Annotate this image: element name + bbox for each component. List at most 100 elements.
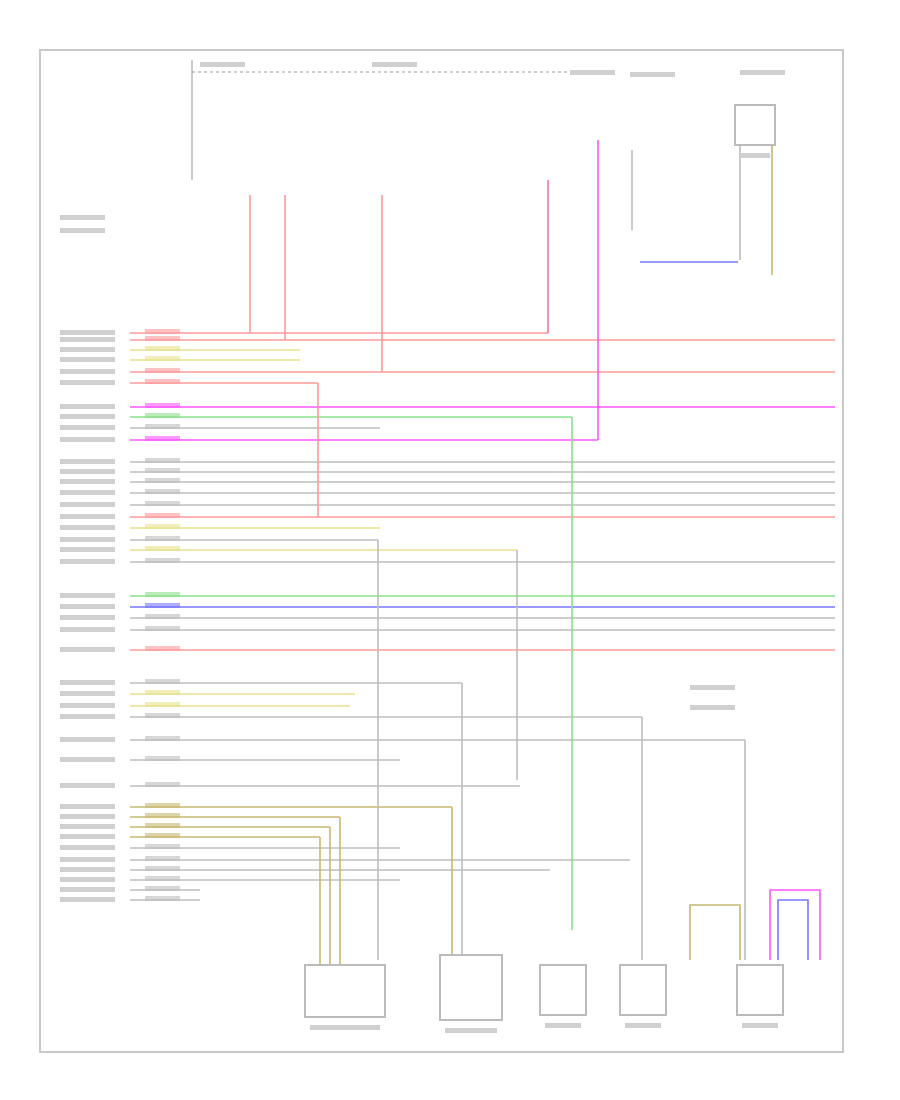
wire-label-block: [60, 357, 115, 362]
wire-label-block: [60, 814, 115, 819]
wire-code-block: [145, 856, 180, 861]
wire-code-block: [145, 346, 180, 351]
wire-code-block: [145, 702, 180, 707]
wire-code-block: [145, 468, 180, 473]
wire-code-block: [145, 603, 180, 608]
wire-code-block: [145, 679, 180, 684]
wire-code-block: [145, 403, 180, 408]
wire-code-block: [145, 501, 180, 506]
wire-code-block: [145, 736, 180, 741]
wire-label-block: [60, 337, 115, 342]
wire-code-block: [145, 424, 180, 429]
connector-block: [439, 954, 503, 1021]
wire-label-block: [60, 404, 115, 409]
wire-label-block: [60, 490, 115, 495]
wire-code-block: [145, 558, 180, 563]
wire-label-block: [60, 627, 115, 632]
wire-code-block: [145, 478, 180, 483]
wire-code-block: [145, 876, 180, 881]
wire-label-block: [60, 514, 115, 519]
wire-code-block: [145, 513, 180, 518]
wire-code-block: [145, 690, 180, 695]
wire-label-block: [60, 347, 115, 352]
wire-label-block: [60, 737, 115, 742]
sensor-3-label-block: [742, 1023, 778, 1028]
sensor-1: [539, 964, 587, 1016]
wire-code-block: [145, 336, 180, 341]
text-block: [690, 705, 735, 710]
text-block: [690, 685, 735, 690]
text-block: [570, 70, 615, 75]
wire-label-block: [60, 525, 115, 530]
wire-label-block: [60, 593, 115, 598]
text-block: [60, 215, 105, 220]
wire-label-block: [60, 437, 115, 442]
sensor-2-label-block: [625, 1023, 661, 1028]
text-block: [372, 62, 417, 67]
sensor-1-label-block: [545, 1023, 581, 1028]
wire-code-block: [145, 896, 180, 901]
wire-blue: [777, 899, 809, 960]
wire-label-block: [60, 469, 115, 474]
wire-label-block: [60, 897, 115, 902]
wire-code-block: [145, 614, 180, 619]
wire-label-block: [60, 867, 115, 872]
wire-label-block: [60, 425, 115, 430]
wire-label-block: [60, 369, 115, 374]
wire-magenta: [769, 889, 821, 960]
wire-code-block: [145, 489, 180, 494]
wire-code-block: [145, 813, 180, 818]
wire-label-block: [60, 877, 115, 882]
wire-label-block: [60, 547, 115, 552]
control-module-label-block: [310, 1025, 380, 1030]
wire-label-block: [60, 887, 115, 892]
wire-label-block: [60, 845, 115, 850]
wire-label-block: [60, 783, 115, 788]
wire-label-block: [60, 604, 115, 609]
sensor-3: [736, 964, 784, 1016]
wire-label-block: [60, 857, 115, 862]
wire-label-block: [60, 479, 115, 484]
wire-label-block: [60, 615, 115, 620]
wire-olive: [689, 904, 741, 960]
diagram-frame: [39, 49, 844, 1053]
wire-code-block: [145, 413, 180, 418]
wire-label-block: [60, 703, 115, 708]
wire-code-block: [145, 833, 180, 838]
wire-code-block: [145, 782, 180, 787]
wire-label-block: [60, 824, 115, 829]
text-block: [60, 228, 105, 233]
control-module: [304, 964, 386, 1018]
relay-label-block: [740, 153, 770, 158]
wire-code-block: [145, 546, 180, 551]
wire-code-block: [145, 458, 180, 463]
wire-label-block: [60, 559, 115, 564]
wire-label-block: [60, 714, 115, 719]
wire-code-block: [145, 436, 180, 441]
wire-code-block: [145, 536, 180, 541]
connector-block-label-block: [445, 1028, 497, 1033]
wire-code-block: [145, 368, 180, 373]
wire-code-block: [145, 823, 180, 828]
relay: [734, 104, 776, 146]
wire-code-block: [145, 626, 180, 631]
wire-label-block: [60, 834, 115, 839]
wire-code-block: [145, 756, 180, 761]
wire-code-block: [145, 329, 180, 334]
wire-label-block: [60, 804, 115, 809]
text-block: [630, 72, 675, 77]
wire-code-block: [145, 524, 180, 529]
wire-label-block: [60, 537, 115, 542]
wire-code-block: [145, 886, 180, 891]
wire-label-block: [60, 680, 115, 685]
wire-code-block: [145, 356, 180, 361]
wire-label-block: [60, 647, 115, 652]
text-block: [740, 70, 785, 75]
wire-code-block: [145, 379, 180, 384]
wire-label-block: [60, 691, 115, 696]
sensor-2: [619, 964, 667, 1016]
wire-label-block: [60, 414, 115, 419]
wire-label-block: [60, 502, 115, 507]
wire-code-block: [145, 844, 180, 849]
